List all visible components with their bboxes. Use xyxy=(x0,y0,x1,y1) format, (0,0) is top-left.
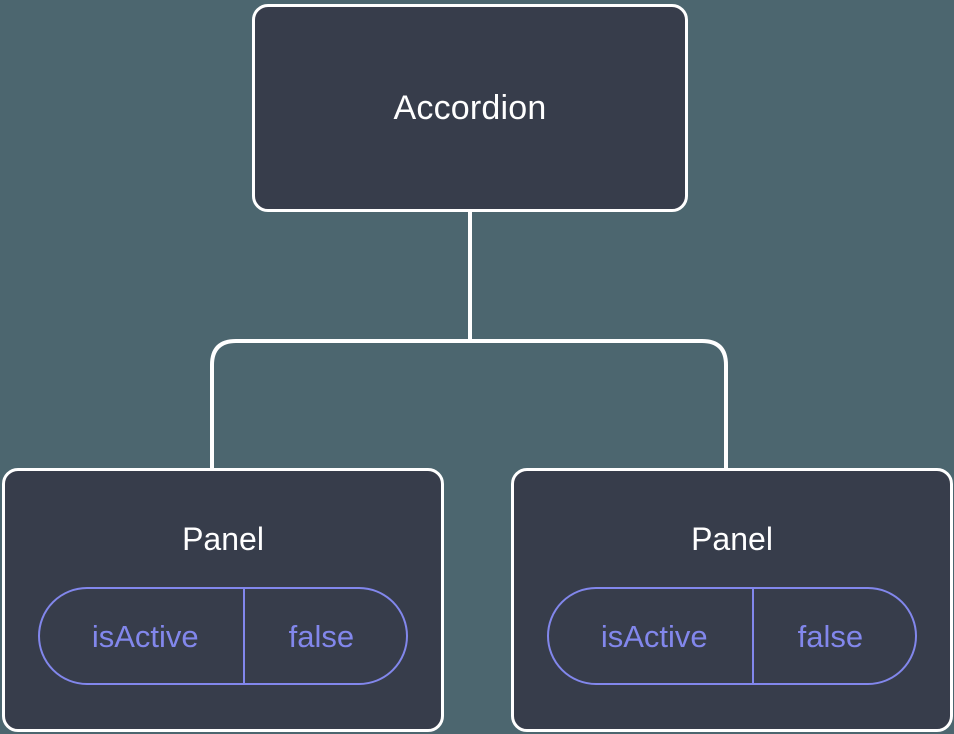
node-panel-left-label: Panel xyxy=(182,521,264,557)
node-panel-right[interactable]: Panel isActive false xyxy=(511,468,953,732)
prop-pill-is-active-left[interactable]: isActive false xyxy=(37,587,409,685)
connector-to-left-panel xyxy=(210,339,470,470)
prop-value: false xyxy=(242,589,406,683)
node-accordion[interactable]: Accordion xyxy=(252,4,688,212)
node-panel-left[interactable]: Panel isActive false xyxy=(2,468,444,732)
node-accordion-label: Accordion xyxy=(393,89,547,127)
prop-pill-is-active-right[interactable]: isActive false xyxy=(546,587,918,685)
node-panel-right-label: Panel xyxy=(691,521,773,557)
connector-to-right-panel xyxy=(470,339,728,470)
prop-value: false xyxy=(751,589,915,683)
prop-key: isActive xyxy=(91,618,199,654)
prop-key: isActive xyxy=(600,618,708,654)
